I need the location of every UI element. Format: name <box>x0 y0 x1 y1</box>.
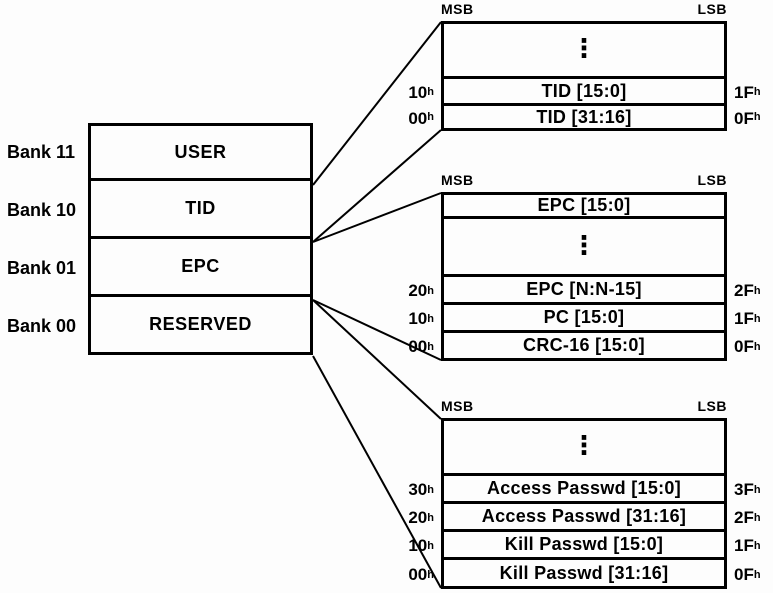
memory-row: Access Passwd [15:0] <box>441 476 727 504</box>
bank-cell-user: USER <box>88 123 313 181</box>
memory-row: TID [15:0] <box>441 79 727 106</box>
bank-label: Bank 10 <box>7 199 77 220</box>
memory-row: Kill Passwd [15:0] <box>441 532 727 560</box>
msb-label: MSB <box>441 172 474 188</box>
bank-label: Bank 00 <box>7 315 77 336</box>
connector-reserved-bottom <box>312 355 442 589</box>
bank-cell-tid: TID <box>88 181 313 239</box>
vertical-ellipsis-icon: ⋮ <box>570 230 598 261</box>
offset-label <box>727 192 773 219</box>
bank-cell-reserved: RESERVED <box>88 297 313 355</box>
msb-label: MSB <box>441 398 474 414</box>
tid-block-header: MSB LSB <box>441 1 727 17</box>
vertical-ellipsis-icon: ⋮ <box>570 34 598 65</box>
memory-row: Kill Passwd [31:16] <box>441 560 727 589</box>
bank-cell-epc: EPC <box>88 239 313 297</box>
offset-label <box>727 219 773 277</box>
addr-label <box>383 192 441 219</box>
memory-row: EPC [N:N-15] <box>441 277 727 305</box>
connector-reserved-top <box>312 299 442 420</box>
memory-row: Access Passwd [31:16] <box>441 504 727 532</box>
msb-label: MSB <box>441 1 474 17</box>
addr-label <box>383 21 441 79</box>
bank-label: Bank 11 <box>7 141 76 162</box>
bank-label: Bank 01 <box>7 257 77 278</box>
vertical-ellipsis-icon: ⋮ <box>570 431 598 462</box>
memory-row: CRC-16 [15:0] <box>441 333 727 361</box>
offset-label <box>727 21 773 79</box>
memory-row: ⋮ <box>441 21 727 79</box>
memory-row: ⋮ <box>441 219 727 277</box>
bank-table: USER TID EPC RESERVED <box>88 123 313 355</box>
addr-label <box>383 219 441 277</box>
memory-row: TID [31:16] <box>441 106 727 131</box>
lsb-label: LSB <box>697 172 727 188</box>
memory-row: PC [15:0] <box>441 305 727 333</box>
offset-label <box>727 418 773 476</box>
connector-tid-bottom <box>312 129 442 243</box>
memory-row: ⋮ <box>441 418 727 476</box>
connector-epc-bottom <box>312 299 442 361</box>
lsb-label: LSB <box>697 1 727 17</box>
connector-epc-top <box>312 192 442 243</box>
reserved-block-header: MSB LSB <box>441 398 727 414</box>
epc-block-header: MSB LSB <box>441 172 727 188</box>
connector-tid-top <box>312 21 442 186</box>
lsb-label: LSB <box>697 398 727 414</box>
bank-label-column: Bank 11 Bank 10 Bank 01 Bank 00 <box>7 123 76 355</box>
memory-row: EPC [15:0] <box>441 192 727 219</box>
addr-label <box>383 418 441 476</box>
